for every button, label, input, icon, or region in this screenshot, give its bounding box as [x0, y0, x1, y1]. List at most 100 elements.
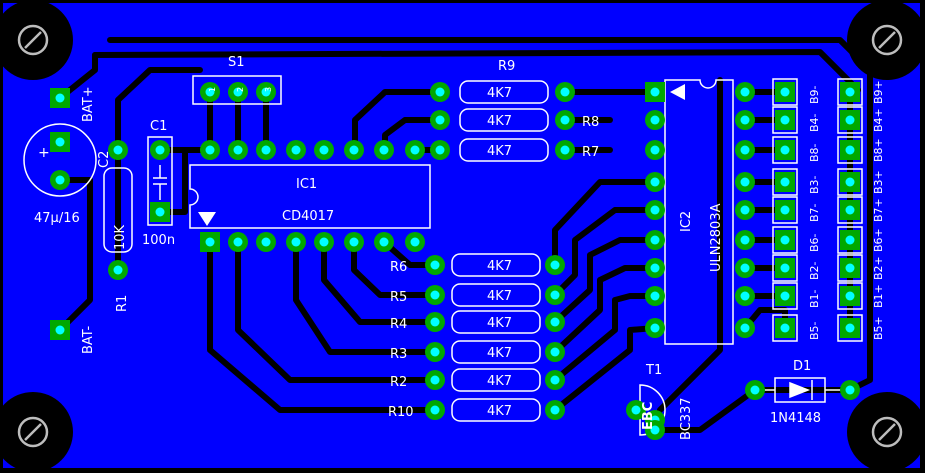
ic2-pin-left-5: [645, 200, 665, 220]
c1-pin-1: [150, 140, 170, 160]
connector-pads: [772, 78, 863, 342]
resistor-ref-r6: R6: [390, 260, 407, 275]
ic2-pin-left-2: [645, 110, 665, 130]
resistor-r8-pin-2: [555, 110, 575, 130]
resistor-value-r5: 4K7: [487, 289, 512, 304]
resistor-r3-pin-1: [425, 342, 445, 362]
mounting-hole-bottom-left: [0, 392, 73, 472]
c2-pin-minus: [50, 170, 70, 190]
connector-right-label-4: B3+: [872, 170, 885, 194]
r1-pin-2: [108, 260, 128, 280]
ic1-pin-top-6: [344, 140, 364, 160]
connector-right-pad-8: [837, 282, 863, 310]
connector-left-pad-2: [772, 106, 798, 134]
ic2-pin-left-4: [645, 172, 665, 192]
ic2-pin-left-7: [645, 258, 665, 278]
ic1-label: IC1: [296, 177, 317, 192]
resistor-ref-r10: R10: [388, 405, 414, 420]
resistor-body-r8: [459, 108, 549, 132]
ic1-pin1-marker: [198, 212, 216, 226]
bat-minus-pad: [50, 320, 70, 340]
resistor-body-r3: [451, 340, 541, 364]
r1-label: R1: [115, 295, 130, 312]
connector-left-label-7: B2-: [808, 261, 821, 280]
connector-left-pad-4: [772, 168, 798, 196]
bat-plus-label: BAT+: [81, 86, 96, 122]
ic1-pin-top-7: [374, 140, 394, 160]
ic2-pin-left-8: [645, 286, 665, 306]
resistor-r7-pin-1: [430, 140, 450, 160]
t1-part: BC337: [679, 397, 694, 440]
r1-value: 10K: [113, 224, 128, 250]
connector-right-pad-3: [837, 136, 863, 164]
connector-right-pad-9: [837, 314, 863, 342]
connector-right-label-2: B4+: [872, 108, 885, 132]
resistor-body-r9: [459, 80, 549, 104]
ic2-pin-right-3: [735, 140, 755, 160]
resistor-r2-pin-1: [425, 370, 445, 390]
ic1-pin-top-2: [228, 140, 248, 160]
resistor-body-r7: [459, 138, 549, 162]
resistor-ref-r5: R5: [390, 290, 407, 305]
ic1-pin-bottom-8: [405, 232, 425, 252]
resistor-r6-pin-2: [545, 255, 565, 275]
c1-label: C1: [150, 119, 167, 134]
connector-left-pad-9: [772, 314, 798, 342]
resistor-ref-r3: R3: [390, 347, 407, 362]
connector-left-pad-8: [772, 282, 798, 310]
resistor-r10-pin-1: [425, 400, 445, 420]
connector-right-pad-2: [837, 106, 863, 134]
d1-part: 1N4148: [770, 411, 821, 426]
ic2-pin-right-4: [735, 172, 755, 192]
resistor-r6-pin-1: [425, 255, 445, 275]
r9-label: R9: [498, 59, 515, 74]
ic1-pin-bottom-5: [314, 232, 334, 252]
connector-left-pad-7: [772, 254, 798, 282]
d1-pin-a: [745, 380, 765, 400]
resistor-value-r10: 4K7: [487, 404, 512, 419]
resistor-ref-r8: R8: [582, 115, 599, 130]
resistor-value-r2: 4K7: [487, 374, 512, 389]
connector-left-pad-1: [772, 78, 798, 106]
d1-pin-k: [840, 380, 860, 400]
resistor-r3-pin-2: [545, 342, 565, 362]
c2-plus: +: [38, 145, 50, 161]
connector-left-pad-6: [772, 226, 798, 254]
t1-pins: EBC: [641, 402, 656, 430]
ic1-pin-bottom-3: [256, 232, 276, 252]
d1-label: D1: [793, 359, 811, 374]
resistor-value-r4: 4K7: [487, 316, 512, 331]
ic2-pin-right-5: [735, 200, 755, 220]
connector-left-label-4: B3-: [808, 175, 821, 194]
connector-right-pad-4: [837, 168, 863, 196]
s1-pin-2: 2: [236, 87, 245, 92]
resistor-r2-pin-2: [545, 370, 565, 390]
t1-label: T1: [645, 363, 662, 378]
resistor-value-r9: 4K7: [487, 86, 512, 101]
ic2-pin-left-3: [645, 140, 665, 160]
resistor-body-r5: [451, 283, 541, 307]
c1-pin-2: [150, 202, 170, 222]
ic2-pin-left-1: [645, 82, 665, 102]
ic2-pin-right-6: [735, 230, 755, 250]
ic2-pin-right-8: [735, 286, 755, 306]
connector-right-label-6: B6+: [872, 228, 885, 252]
bat-minus-label: BAT-: [81, 325, 96, 354]
c1-value: 100n: [142, 233, 175, 248]
ic1-part: CD4017: [282, 209, 334, 224]
resistor-body-r10: [451, 398, 541, 422]
ic2-pin-right-1: [735, 82, 755, 102]
ic1-pin-bottom-1: [200, 232, 220, 252]
c2-label: C2: [97, 151, 112, 168]
resistor-body-r4: [451, 310, 541, 334]
c2-pin-plus: [50, 132, 70, 152]
c2-value: 47µ/16: [34, 211, 80, 226]
connector-right-pad-1: [837, 78, 863, 106]
resistor-r4-pin-2: [545, 312, 565, 332]
resistor-bodies: [451, 80, 549, 422]
connector-left-label-5: B7-: [808, 203, 821, 222]
ic2-part: ULN2803A: [709, 203, 724, 272]
ic1-pin-bottom-2: [228, 232, 248, 252]
ic1-pin-top-8: [405, 140, 425, 160]
